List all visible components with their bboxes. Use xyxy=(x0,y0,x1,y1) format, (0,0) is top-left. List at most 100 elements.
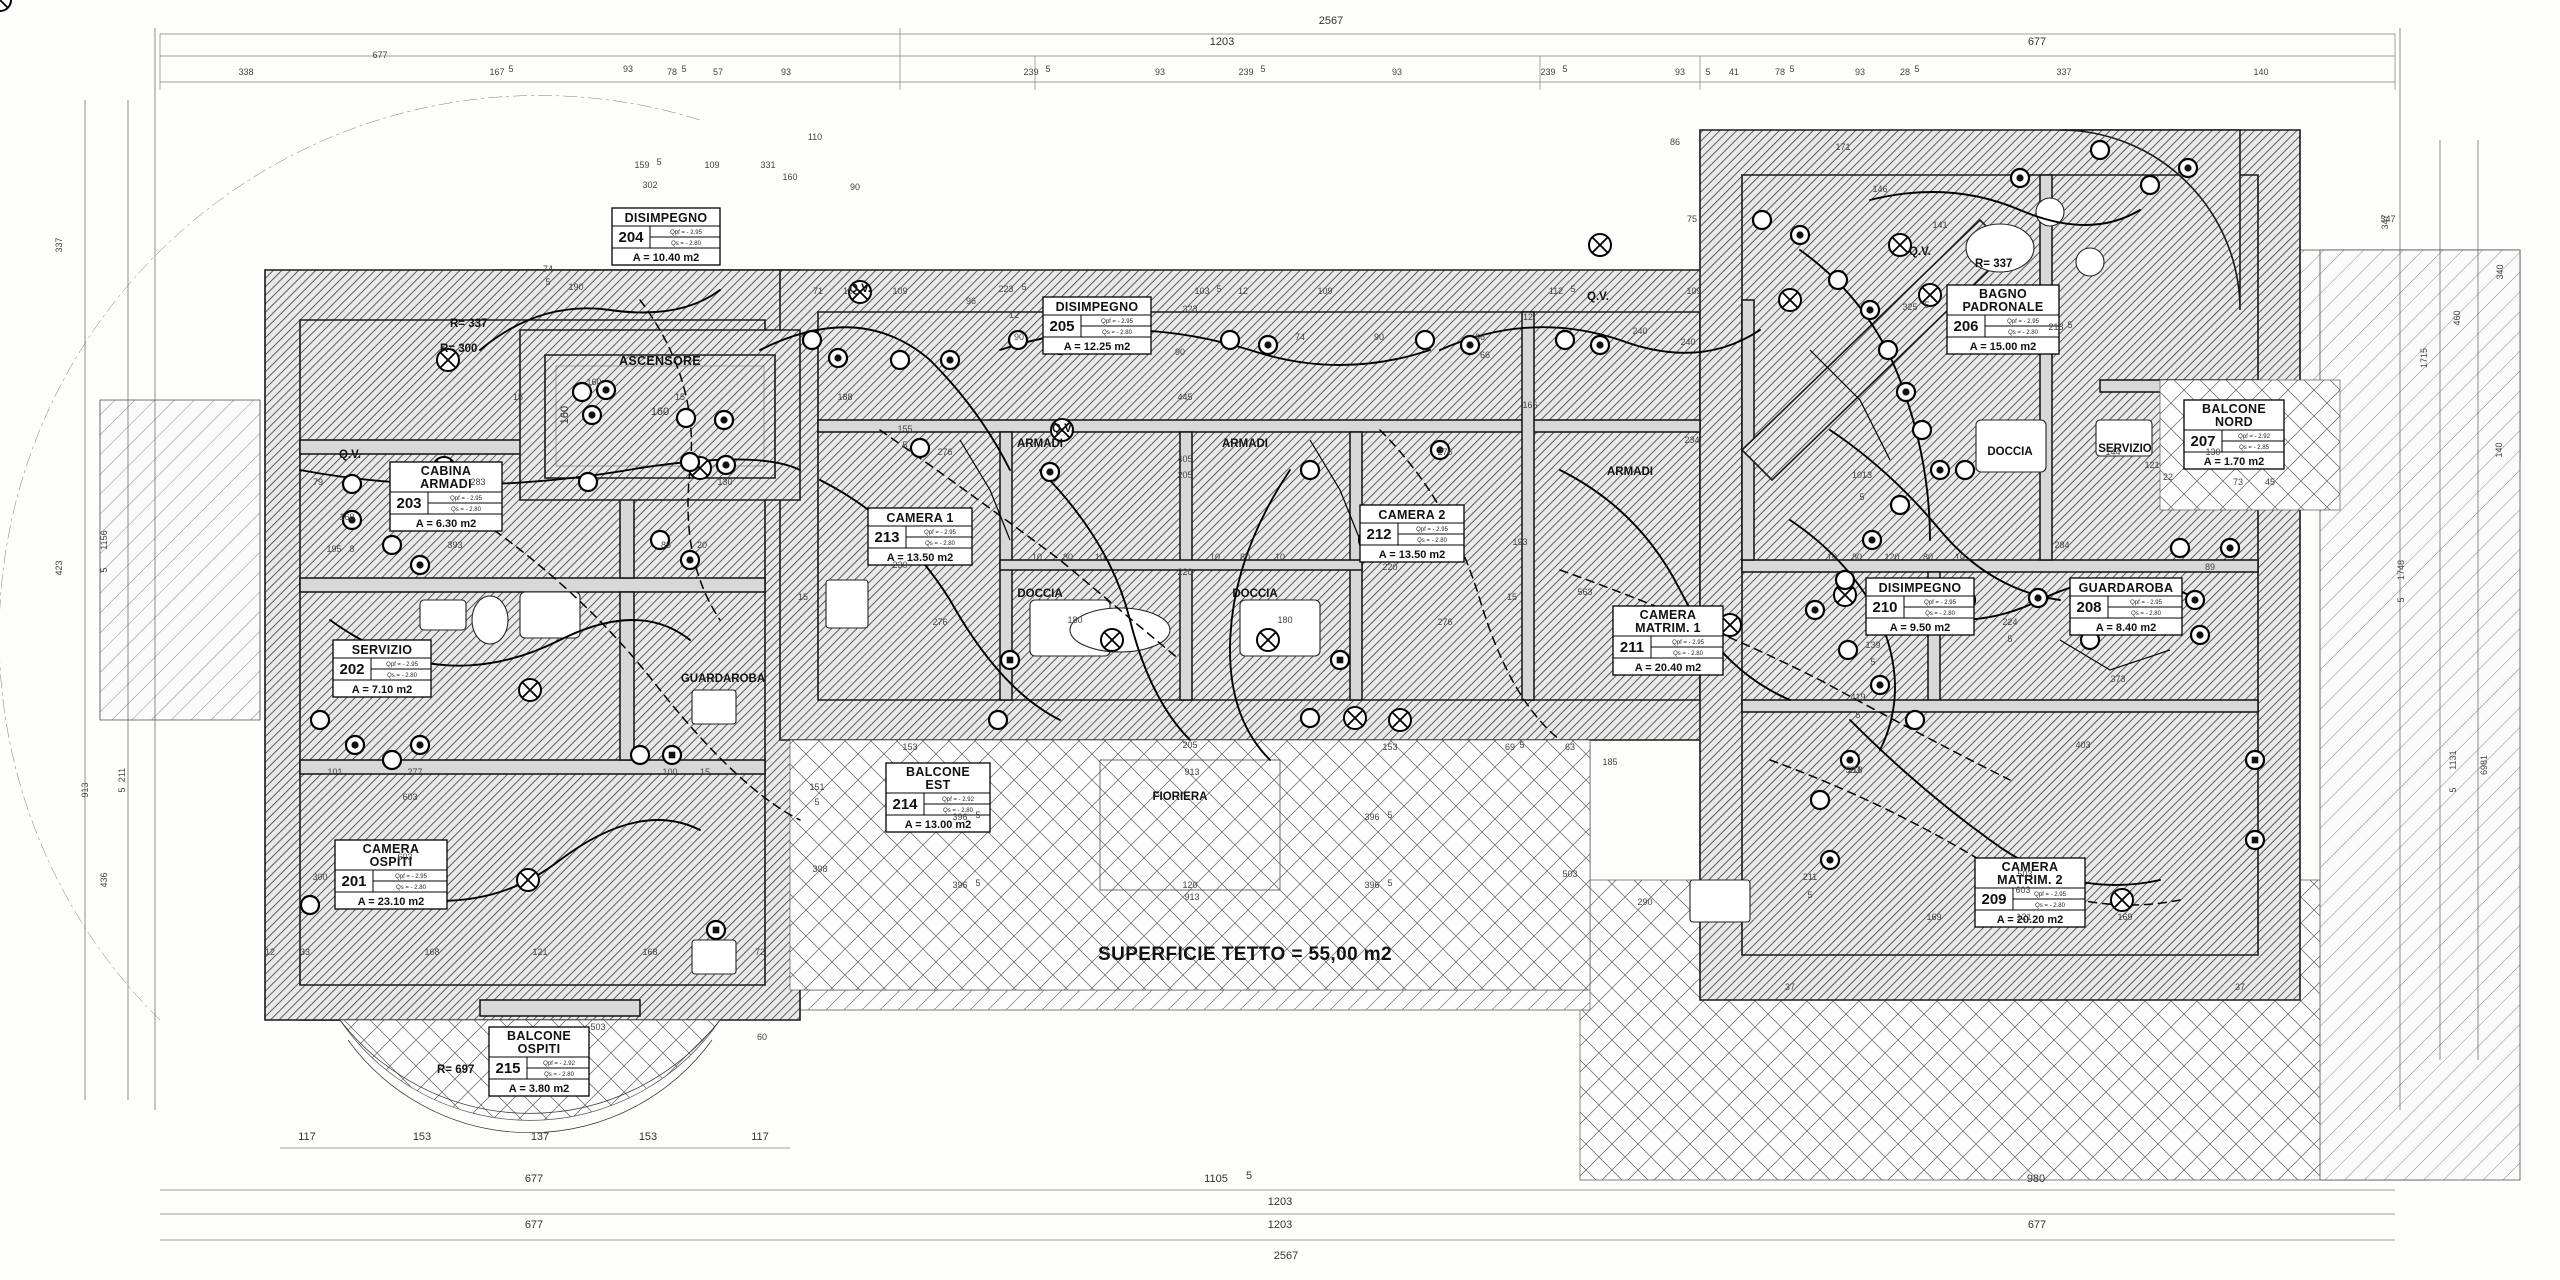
dimension-value: 503 xyxy=(1845,765,1860,775)
dimension-value: 1203 xyxy=(1268,1196,1292,1208)
free-label: Q.V. xyxy=(1052,423,1074,435)
room-quota-pf: Qpf = - 2.95 xyxy=(1672,640,1705,646)
dimension-value: 130 xyxy=(717,477,732,487)
room-number: 208 xyxy=(2076,599,2101,616)
room-quota-s: Qs = - 2.80 xyxy=(2035,903,2066,909)
dimension-value: 15 xyxy=(675,392,685,402)
room-name-line2: NORD xyxy=(2215,415,2253,429)
room-area: A = 9.50 m2 xyxy=(1890,622,1950,634)
dimension-value: 153 xyxy=(1382,742,1397,752)
dimension-value: 5 xyxy=(1870,657,1875,667)
dimension-value: 66 xyxy=(1480,350,1490,360)
dimension-value: 240 xyxy=(1632,326,1647,336)
room-label-frame xyxy=(1974,857,2086,928)
room-area: A = 6.30 m2 xyxy=(416,518,476,530)
dimension-value: 677 xyxy=(2028,36,2046,48)
room-number: 201 xyxy=(341,873,366,890)
dimension-value: 75 xyxy=(1687,214,1697,224)
dimension-value: 90 xyxy=(850,182,860,192)
dimension-value: 5 xyxy=(1260,64,1265,74)
free-label: ARMADI xyxy=(1607,466,1653,478)
dimension-value: 8 xyxy=(349,544,354,554)
room-number: 202 xyxy=(339,661,364,678)
room-quota-s: Qs = - 2.80 xyxy=(943,808,974,814)
dimension-value: 603 xyxy=(402,792,417,802)
dimension-value: 12 xyxy=(265,947,275,957)
dimension-value: 347 xyxy=(2380,214,2395,224)
dimension-value: 167 xyxy=(489,67,504,77)
dimension-value: 5 xyxy=(975,878,980,888)
radius-label-2: R= 300 xyxy=(440,343,477,355)
dimension-value: 205 xyxy=(1177,470,1192,480)
room-number: 203 xyxy=(396,495,421,512)
dimension-value: 224 xyxy=(2002,617,2017,627)
dimension-value: 5 xyxy=(508,64,513,74)
dimension-value: 913 xyxy=(1184,767,1199,777)
dimension-value: 5 xyxy=(1705,67,1710,77)
elevator-shaft-label: ASCENSORE 160 160 xyxy=(559,354,701,424)
dimension-value: 168 xyxy=(424,947,439,957)
room-area: A = 7.10 m2 xyxy=(352,684,412,696)
room-quota-s: Qs = - 2.80 xyxy=(925,541,956,547)
dimension-value: 137 xyxy=(531,1131,549,1143)
dimension-value: 86 xyxy=(1670,137,1680,147)
room-quota-s: Qs = - 2.85 xyxy=(2239,445,2270,451)
dimension-value: 277 xyxy=(407,767,422,777)
room-label-frame xyxy=(389,461,503,532)
room-number: 204 xyxy=(618,229,644,246)
dimension-value: 677 xyxy=(525,1219,543,1231)
dimension-value: 57 xyxy=(713,67,723,77)
dimension-value: 220 xyxy=(1382,562,1397,572)
dimension-value: 1715 xyxy=(2419,348,2429,368)
dimension-frames xyxy=(84,28,2479,1241)
room-quota-pf: Qpf = - 2.95 xyxy=(2007,319,2040,325)
dimension-value: 218 xyxy=(2048,322,2063,332)
dimension-value: 460 xyxy=(2452,310,2462,325)
room-name-line2: ARMADI xyxy=(420,477,472,491)
room-area: A = 20.20 m2 xyxy=(1997,914,2064,926)
dimension-value: 5 xyxy=(975,810,980,820)
dimension-value: 5 xyxy=(1924,300,1929,310)
dimension-value: 96 xyxy=(966,296,976,306)
dimension-value: 300 xyxy=(312,872,327,882)
dimension-value: 69 xyxy=(1505,742,1515,752)
room-label-frame xyxy=(1946,284,2060,355)
room-label-frame xyxy=(334,839,448,910)
room-name-line2: MATRIM. 2 xyxy=(1997,873,2063,887)
dimension-value: 171 xyxy=(1835,142,1850,152)
dimension-value: 63 xyxy=(1565,742,1575,752)
roof-surface-note: SUPERFICIE TETTO = 55,00 m2 xyxy=(1098,944,1392,965)
dimension-value: 45 xyxy=(2265,477,2275,487)
dimension-value: 2567 xyxy=(1274,1250,1298,1262)
dimension-value: 66 xyxy=(1475,332,1485,342)
dimension-value: 398 xyxy=(812,864,827,874)
dimension-value: 100 xyxy=(662,767,677,777)
dimension-value: 331 xyxy=(760,160,775,170)
dimension-value: 240 xyxy=(1680,337,1695,347)
room-quota-pf: Qpf = - 2.95 xyxy=(2034,892,2067,898)
room-quota-pf: Qpf = - 2.95 xyxy=(450,496,483,502)
dimension-value: 151 xyxy=(809,782,824,792)
dimension-value: 10 xyxy=(1827,552,1837,562)
dimension-value: 276 xyxy=(1437,447,1452,457)
room-area: A = 20.40 m2 xyxy=(1635,662,1702,674)
dimension-value: 283 xyxy=(470,477,485,487)
room-quota-s: Qs = - 2.80 xyxy=(2131,611,2162,617)
free-label: DOCCIA xyxy=(1987,446,2032,458)
